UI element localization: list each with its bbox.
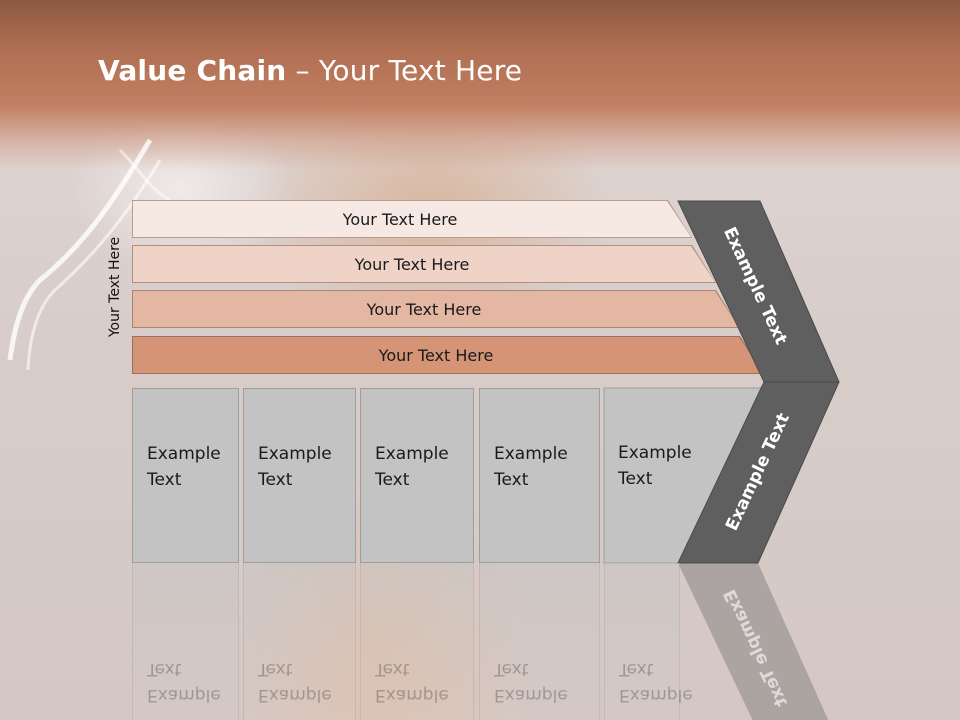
- decorative-strand: [7, 138, 171, 371]
- box-2-label: Example Text: [258, 444, 332, 490]
- reflection: Example Text Example Text Example Text E…: [0, 563, 960, 720]
- reflection-chevron-text: Example Text: [720, 586, 792, 710]
- bar-1-fill: [133, 201, 691, 237]
- reflection-text-5: Example Text: [619, 659, 693, 705]
- bar-2-label: Your Text Here: [354, 254, 470, 274]
- box-1-label: Example Text: [147, 444, 221, 490]
- bar-3-label: Your Text Here: [366, 299, 482, 319]
- reflection-box-2: Example Text: [243, 563, 356, 720]
- bar-3-fill: [133, 291, 739, 327]
- bar-4-label: Your Text Here: [378, 345, 494, 365]
- bar-4-fill: [133, 337, 763, 373]
- reflection-text-2: Example Text: [258, 659, 332, 705]
- reflection-text-1: Example Text: [147, 659, 221, 705]
- reflection-box-1: Example Text: [132, 563, 239, 720]
- reflection-box-3: Example Text: [360, 563, 474, 720]
- bar-1[interactable]: Your Text Here: [132, 200, 692, 238]
- header-band: [0, 0, 960, 170]
- box-2[interactable]: Example Text: [243, 388, 356, 563]
- chevron-reflection: [678, 563, 829, 720]
- title-bold: Value Chain: [98, 54, 287, 87]
- reflection-text-3: Example Text: [375, 659, 449, 705]
- reflection-box-4: Example Text: [479, 563, 600, 720]
- chevron-bottom[interactable]: [677, 381, 840, 564]
- box-3-label: Example Text: [375, 444, 449, 490]
- bar-3[interactable]: Your Text Here: [132, 290, 740, 328]
- page-title: Value Chain – Your Text Here: [98, 54, 522, 94]
- box-3[interactable]: Example Text: [360, 388, 474, 563]
- bar-4[interactable]: Your Text Here: [132, 336, 764, 374]
- reflection-text-4: Example Text: [494, 659, 568, 705]
- bar-2-fill: [133, 246, 715, 282]
- box-4[interactable]: Example Text: [479, 388, 600, 563]
- bar-1-label: Your Text Here: [342, 209, 458, 229]
- reflection-box-5: Example Text: [604, 563, 693, 720]
- box-5-label: Example Text: [618, 443, 692, 489]
- box-1[interactable]: Example Text: [132, 388, 239, 563]
- title-rest: – Your Text Here: [286, 54, 523, 87]
- box-4-label: Example Text: [494, 444, 568, 490]
- bar-2[interactable]: Your Text Here: [132, 245, 716, 283]
